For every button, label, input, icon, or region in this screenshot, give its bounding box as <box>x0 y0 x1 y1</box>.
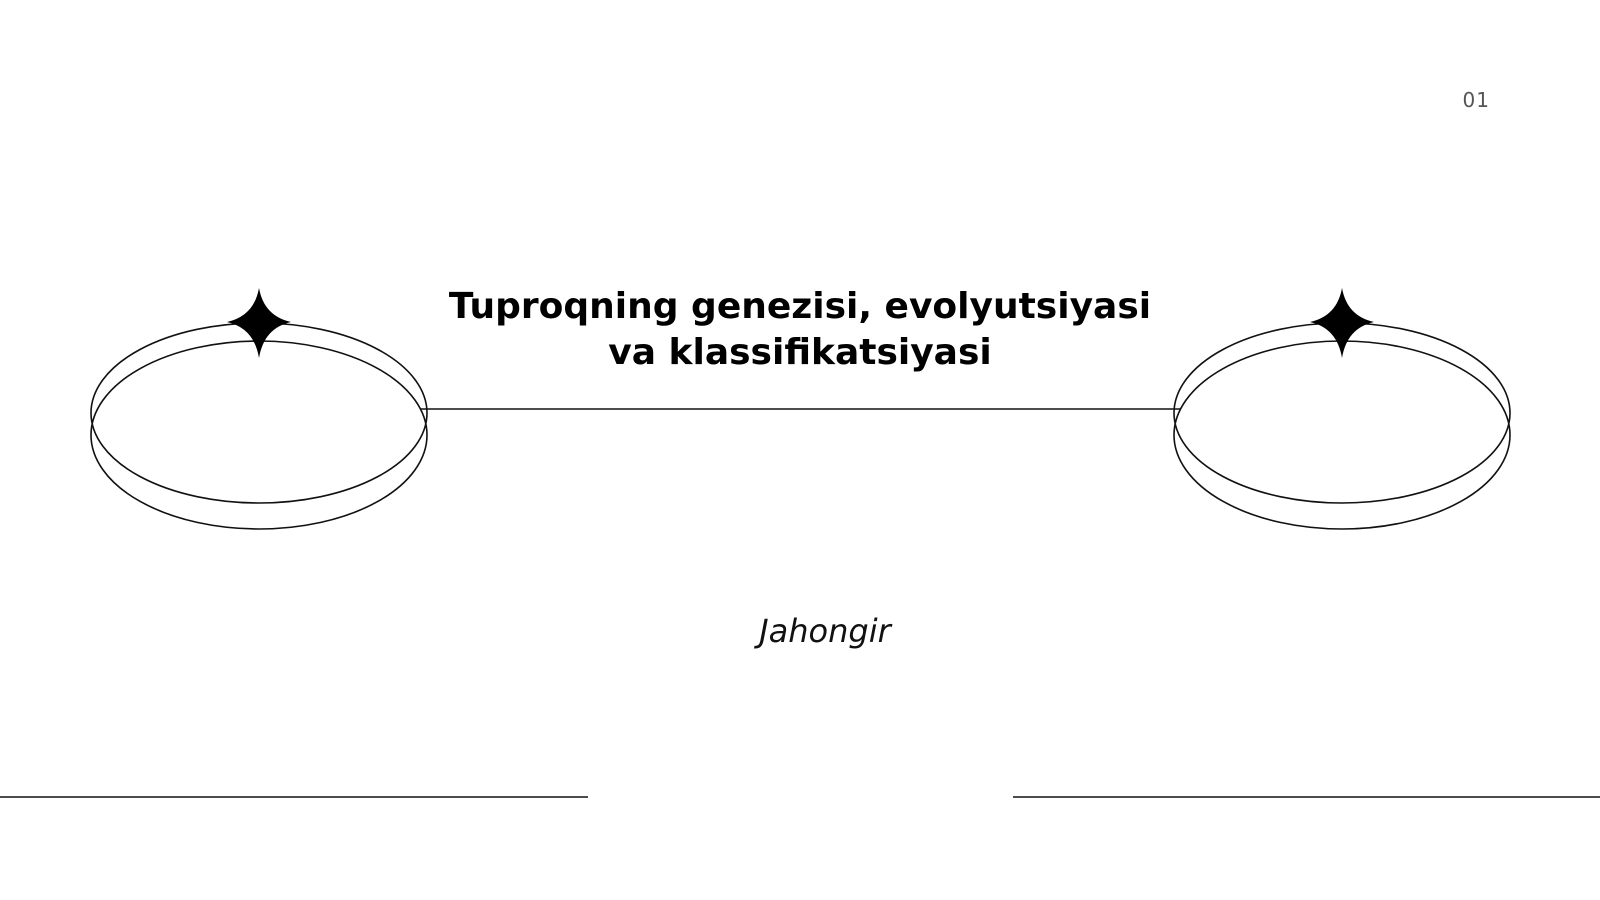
page-number: 01 <box>1462 88 1490 112</box>
author-name: Jahongir <box>759 612 891 650</box>
left-star-icon <box>227 288 291 358</box>
slide-title: Tuproqning genezisi, evolyutsiyasi va kl… <box>448 286 1152 373</box>
right-star-icon <box>1310 288 1374 358</box>
